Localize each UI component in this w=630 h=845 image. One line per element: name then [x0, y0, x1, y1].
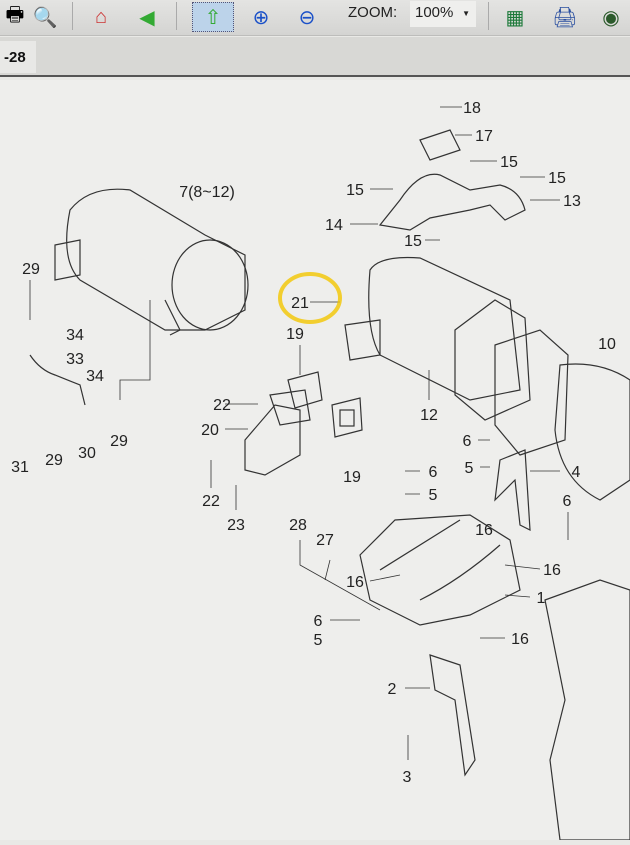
highlight-circle	[278, 272, 342, 324]
print-icon[interactable]: 🖶	[5, 4, 25, 26]
callout[interactable]: 29	[22, 261, 40, 278]
engine-block	[544, 579, 630, 841]
callout[interactable]: 10	[598, 336, 616, 353]
callout[interactable]: 29	[45, 452, 63, 469]
bracket-part-14	[378, 173, 526, 231]
callout[interactable]: 16	[346, 574, 364, 591]
callout[interactable]: 4	[572, 464, 581, 481]
muffler-part-7	[66, 188, 246, 331]
bracket-part-1	[359, 514, 521, 626]
callout[interactable]: 21	[291, 295, 309, 312]
zoom-in-icon[interactable]: ⊕	[252, 6, 270, 29]
callout[interactable]: 15	[548, 170, 566, 187]
callout[interactable]: 19	[343, 469, 361, 486]
stay-part-2	[429, 654, 476, 777]
exploded-view: 18 17 15 15 15 13 14 15 7(8~12) 29 21 34…	[11, 100, 630, 841]
tab-bar: -28	[0, 37, 630, 77]
callout[interactable]: 5	[314, 632, 323, 649]
callout[interactable]: 31	[11, 459, 29, 476]
printer-icon[interactable]: 🖨	[552, 6, 578, 29]
chevron-down-icon: ▼	[462, 9, 470, 18]
callout[interactable]: 20	[201, 422, 219, 439]
zoom-value: 100%	[415, 4, 454, 21]
export-excel-icon[interactable]: ▦	[505, 6, 525, 29]
callout[interactable]: 33	[66, 351, 84, 368]
callout[interactable]: 6	[563, 493, 572, 510]
callout[interactable]: 34	[86, 368, 104, 385]
muffler-end-cap	[171, 239, 249, 331]
callout[interactable]: 6	[314, 613, 323, 630]
callout[interactable]: 30	[78, 445, 96, 462]
callout[interactable]: 23	[227, 517, 245, 534]
zoom-out-icon[interactable]: ⊖	[298, 6, 316, 29]
muffler-part-10	[368, 256, 521, 401]
callout[interactable]: 22	[213, 397, 231, 414]
callout[interactable]: 3	[403, 769, 412, 786]
callout[interactable]: 13	[563, 193, 581, 210]
callout[interactable]: 7(8~12)	[179, 184, 235, 201]
fit-page-icon[interactable]: ⇧	[192, 2, 234, 32]
callout[interactable]: 14	[325, 217, 343, 234]
zoom-select[interactable]: 100% ▼	[410, 1, 476, 27]
callout[interactable]: 16	[543, 562, 561, 579]
callout[interactable]: 27	[316, 532, 334, 549]
home-icon[interactable]: ⌂	[94, 5, 108, 28]
callout[interactable]: 5	[429, 487, 438, 504]
parts-diagram: 18 17 15 15 15 13 14 15 7(8~12) 29 21 34…	[0, 80, 630, 841]
logo-icon[interactable]: ◉	[602, 6, 620, 29]
callout[interactable]: 18	[463, 100, 481, 117]
callout[interactable]: 15	[500, 154, 518, 171]
gasket-part-19b	[331, 397, 363, 438]
callout[interactable]: 6	[429, 464, 438, 481]
callout[interactable]: 28	[289, 517, 307, 534]
callout[interactable]: 22	[202, 493, 220, 510]
stay-part-4	[494, 449, 531, 532]
callout[interactable]: 12	[420, 407, 438, 424]
callout[interactable]: 29	[110, 433, 128, 450]
callout[interactable]: 16	[511, 631, 529, 648]
callout[interactable]: 6	[463, 433, 472, 450]
back-arrow-icon[interactable]: ◀	[139, 6, 155, 29]
callout[interactable]: 5	[465, 460, 474, 477]
pipe-part-20	[244, 404, 301, 476]
toolbar-separator	[176, 2, 177, 30]
callout[interactable]: 1	[537, 590, 546, 607]
zoom-label: ZOOM:	[348, 4, 398, 21]
callout[interactable]: 15	[404, 233, 422, 250]
callout[interactable]: 19	[286, 326, 304, 343]
gasket-part-19	[287, 371, 323, 409]
toolbar-separator	[72, 2, 73, 30]
tab-page[interactable]: -28	[0, 41, 36, 73]
toolbar: 🖶 🔍 ⌂ ◀ ⇧ ⊕ ⊖ ZOOM: 100% ▼ ▦ 🖨 ◉	[0, 0, 630, 36]
callout[interactable]: 2	[388, 681, 397, 698]
search-document-icon[interactable]: 🔍	[32, 6, 58, 29]
toolbar-separator	[488, 2, 489, 30]
callout[interactable]: 16	[475, 522, 493, 539]
callout[interactable]: 15	[346, 182, 364, 199]
callout[interactable]: 17	[475, 128, 493, 145]
callout[interactable]: 34	[66, 327, 84, 344]
